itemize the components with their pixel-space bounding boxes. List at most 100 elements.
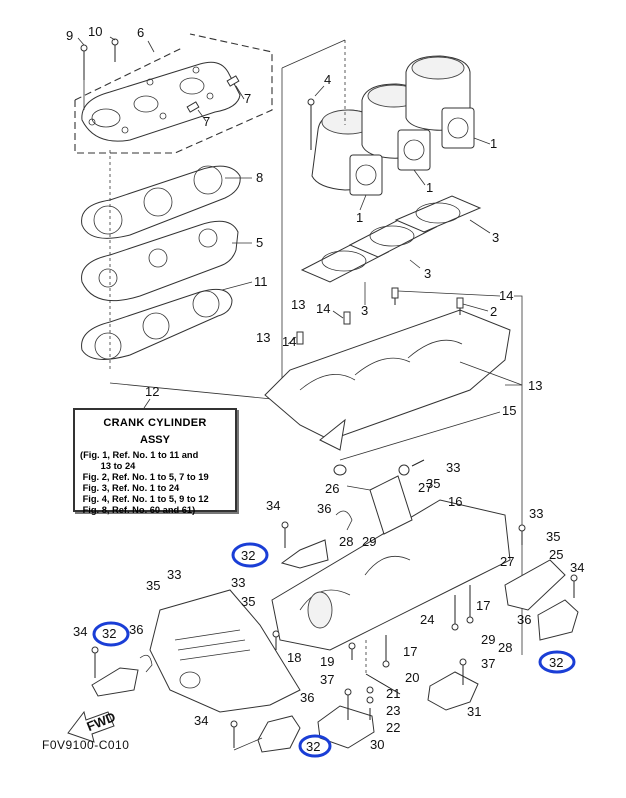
callout-3[interactable]: 3 bbox=[492, 230, 499, 245]
callout-26[interactable]: 26 bbox=[325, 481, 339, 496]
callout-34[interactable]: 34 bbox=[266, 498, 280, 513]
callout-28[interactable]: 28 bbox=[339, 534, 353, 549]
cylinder-base-gaskets-3[interactable] bbox=[300, 195, 491, 305]
callout-3[interactable]: 3 bbox=[361, 303, 368, 318]
cylinder-head-cover[interactable] bbox=[81, 61, 241, 142]
bracket-25[interactable] bbox=[504, 559, 566, 611]
callout-20[interactable]: 20 bbox=[405, 670, 419, 685]
callout-5[interactable]: 5 bbox=[256, 235, 263, 250]
callout-7[interactable]: 7 bbox=[203, 114, 210, 129]
note-line: Fig. 3, Ref. No. 1 to 24 bbox=[80, 483, 180, 493]
callout-28[interactable]: 28 bbox=[498, 640, 512, 655]
callout-21[interactable]: 21 bbox=[386, 686, 400, 701]
callout-1[interactable]: 1 bbox=[426, 180, 433, 195]
callout-33[interactable]: 33 bbox=[167, 567, 181, 582]
note-line: Fig. 8, Ref. No. 60 and 61) bbox=[80, 505, 196, 515]
callout-22[interactable]: 22 bbox=[386, 720, 400, 735]
callout-33[interactable]: 33 bbox=[231, 575, 245, 590]
note-line: Fig. 2, Ref. No. 1 to 5, 7 to 19 bbox=[80, 472, 209, 482]
callout-34[interactable]: 34 bbox=[73, 624, 87, 639]
callout-36[interactable]: 36 bbox=[317, 501, 331, 516]
note-subtitle: ASSY bbox=[140, 434, 170, 446]
engine-mount-32-left-center[interactable] bbox=[280, 539, 329, 569]
callout-35[interactable]: 35 bbox=[241, 594, 255, 609]
callout-14[interactable]: 14 bbox=[316, 301, 330, 316]
callout-15[interactable]: 15 bbox=[502, 403, 516, 418]
callout-27[interactable]: 27 bbox=[500, 554, 514, 569]
gasket-11[interactable] bbox=[81, 288, 233, 360]
cylinder-head-5[interactable] bbox=[81, 220, 239, 302]
highlight-circles bbox=[92, 542, 576, 758]
engine-mount-32-left[interactable] bbox=[91, 667, 139, 697]
highlight-circle-32 bbox=[231, 542, 269, 568]
callout-14[interactable]: 14 bbox=[499, 288, 513, 303]
note-line: (Fig. 1, Ref. No. 1 to 11 and bbox=[80, 450, 199, 460]
callout-16[interactable]: 16 bbox=[448, 494, 462, 509]
callout-31[interactable]: 31 bbox=[467, 704, 481, 719]
callout-27[interactable]: 27 bbox=[418, 480, 432, 495]
callout-13[interactable]: 13 bbox=[291, 297, 305, 312]
cylinder-head-cover-group bbox=[74, 33, 273, 154]
callout-29[interactable]: 29 bbox=[481, 632, 495, 647]
callout-34[interactable]: 34 bbox=[570, 560, 584, 575]
callout-13[interactable]: 13 bbox=[528, 378, 542, 393]
crankcase-end-housing[interactable] bbox=[149, 589, 301, 713]
note-title: CRANK CYLINDER bbox=[103, 417, 207, 429]
callout-36[interactable]: 36 bbox=[517, 612, 531, 627]
callout-23[interactable]: 23 bbox=[386, 703, 400, 718]
callout-13[interactable]: 13 bbox=[256, 330, 270, 345]
callout-32[interactable]: 32 bbox=[549, 655, 563, 670]
highlight-circle-32 bbox=[92, 621, 130, 647]
lower-crankcase[interactable] bbox=[271, 499, 511, 651]
note-line: Fig. 4, Ref. No. 1 to 5, 9 to 12 bbox=[80, 494, 209, 504]
plate-31[interactable] bbox=[427, 671, 479, 711]
callout-8[interactable]: 8 bbox=[256, 170, 263, 185]
callout-1[interactable]: 1 bbox=[490, 136, 497, 151]
callout-36[interactable]: 36 bbox=[129, 622, 143, 637]
callout-33[interactable]: 33 bbox=[446, 460, 460, 475]
callout-7[interactable]: 7 bbox=[244, 91, 251, 106]
callout-4[interactable]: 4 bbox=[324, 72, 331, 87]
callout-18[interactable]: 18 bbox=[287, 650, 301, 665]
callout-2[interactable]: 2 bbox=[490, 304, 497, 319]
mount-plate-26[interactable] bbox=[369, 475, 413, 535]
callout-30[interactable]: 30 bbox=[370, 737, 384, 752]
callout-35[interactable]: 35 bbox=[546, 529, 560, 544]
callout-32[interactable]: 32 bbox=[241, 548, 255, 563]
callout-9[interactable]: 9 bbox=[66, 28, 73, 43]
callout-35[interactable]: 35 bbox=[426, 476, 440, 491]
rod-20[interactable] bbox=[365, 673, 401, 695]
callout-32[interactable]: 32 bbox=[306, 739, 320, 754]
callout-37[interactable]: 37 bbox=[320, 672, 334, 687]
assembly-note-box: CRANK CYLINDER ASSY (Fig. 1, Ref. No. 1 … bbox=[73, 408, 237, 515]
cylinder-block-group bbox=[307, 40, 491, 211]
callout-14[interactable]: 14 bbox=[282, 334, 296, 349]
callout-36[interactable]: 36 bbox=[300, 690, 314, 705]
callout-6[interactable]: 6 bbox=[137, 25, 144, 40]
callout-3[interactable]: 3 bbox=[424, 266, 431, 281]
engine-mount-32-bottom[interactable] bbox=[257, 715, 301, 753]
callout-37[interactable]: 37 bbox=[481, 656, 495, 671]
callout-1[interactable]: 1 bbox=[356, 210, 363, 225]
callout-34[interactable]: 34 bbox=[194, 713, 208, 728]
engine-mount-32-right[interactable] bbox=[537, 599, 579, 641]
callout-17[interactable]: 17 bbox=[476, 598, 490, 613]
callout-24[interactable]: 24 bbox=[420, 612, 434, 627]
callout-35[interactable]: 35 bbox=[146, 578, 160, 593]
callout-29[interactable]: 29 bbox=[362, 534, 376, 549]
upper-crankcase[interactable] bbox=[264, 287, 511, 451]
callout-25[interactable]: 25 bbox=[549, 547, 563, 562]
cover-30[interactable] bbox=[317, 705, 375, 749]
head-gasket-8[interactable] bbox=[81, 165, 241, 239]
callout-33[interactable]: 33 bbox=[529, 506, 543, 521]
callout-10[interactable]: 10 bbox=[88, 24, 102, 39]
callout-12[interactable]: 12 bbox=[145, 384, 159, 399]
callout-19[interactable]: 19 bbox=[320, 654, 334, 669]
callout-11[interactable]: 11 bbox=[254, 274, 268, 289]
callout-labels: 9 10 6 7 7 8 5 11 4 1 1 1 3 3 3 14 2 13 … bbox=[66, 24, 584, 754]
figure-code: F0V9100-C010 bbox=[42, 738, 130, 752]
callout-17[interactable]: 17 bbox=[403, 644, 417, 659]
callout-32[interactable]: 32 bbox=[102, 626, 116, 641]
note-line: 13 to 24 bbox=[80, 461, 136, 471]
